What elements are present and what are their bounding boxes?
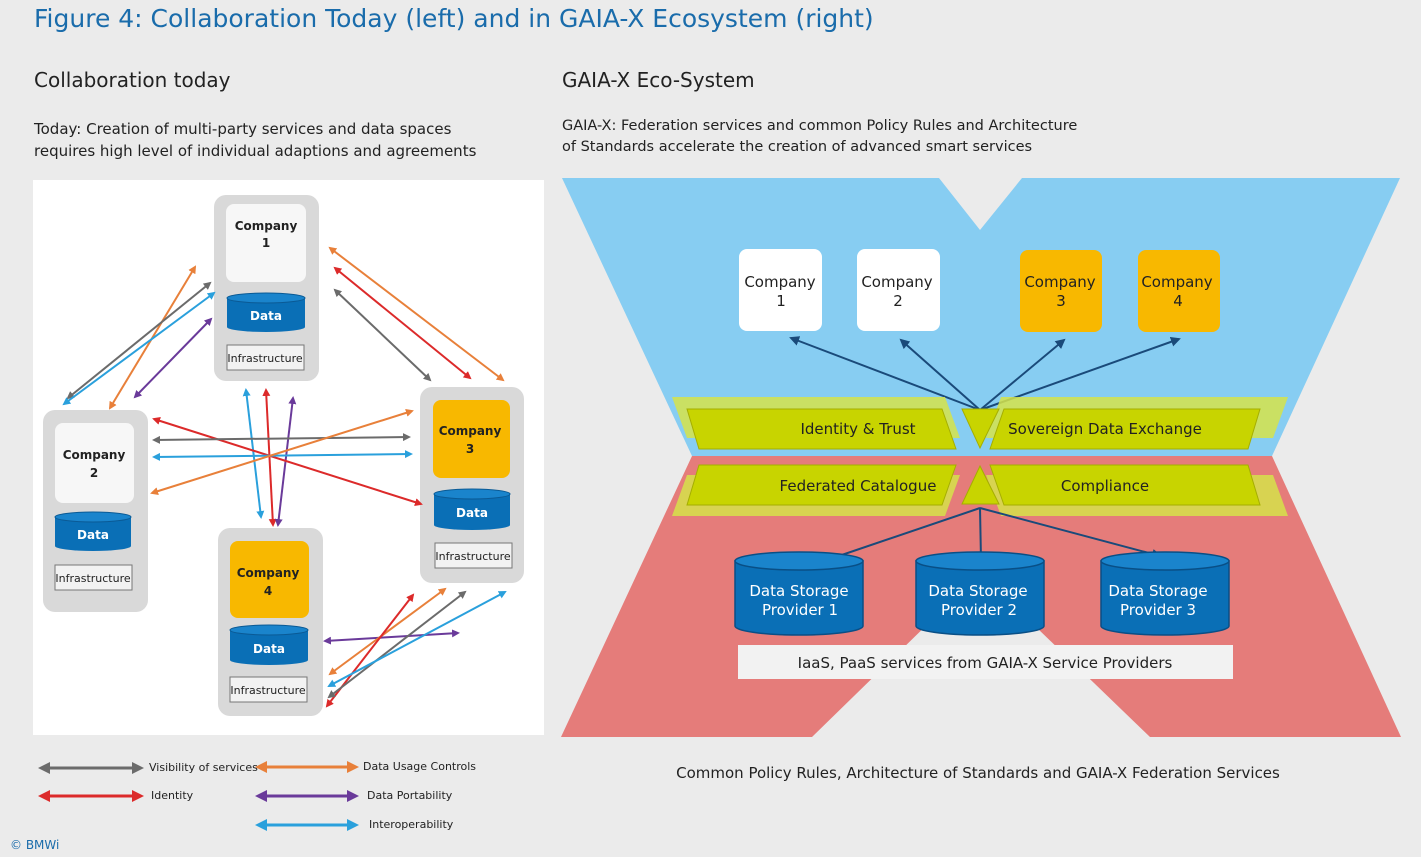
- service-identity-trust: Identity & Trust: [686, 408, 957, 450]
- service-hub-bottom: [961, 464, 1000, 505]
- company-4-node: Company 4 Data Infrastructure: [218, 528, 323, 716]
- company-1-data-label: Data: [250, 309, 282, 323]
- gaia-company-4-line1: Company: [1141, 273, 1212, 291]
- company-4-data-label: Data: [253, 642, 285, 656]
- provider-1-line1: Data Storage: [749, 582, 848, 600]
- arrow-hub-company-1: [789, 336, 981, 411]
- gaia-company-4-line2: 4: [1173, 292, 1183, 310]
- arrow-c4-c3-orange: [328, 587, 447, 676]
- legend-label-portability: Data Portability: [367, 789, 453, 802]
- gaia-company-2-line1: Company: [861, 273, 932, 291]
- company-4-infra-label: Infrastructure: [230, 684, 306, 697]
- arrow-c4-c3-gray: [327, 590, 467, 699]
- ecosystem-top-shape: [562, 178, 1400, 456]
- arrow-c4-c3-purple: [323, 629, 460, 645]
- legend-label-visibility: Visibility of services: [149, 761, 258, 774]
- legend-label-usage-controls: Data Usage Controls: [363, 760, 477, 773]
- provider-1-line2: Provider 1: [762, 601, 838, 619]
- arrow-c1-c4-blue: [242, 388, 265, 519]
- right-subtitle: GAIA-X: Federation services and common P…: [562, 116, 1077, 158]
- gaia-company-3: Company 3: [1020, 250, 1102, 332]
- left-subtitle: Today: Creation of multi-party services …: [34, 118, 476, 162]
- service-sovereign-label: Sovereign Data Exchange: [1008, 420, 1202, 438]
- gaia-company-2-line2: 2: [893, 292, 903, 310]
- provider-3-line2: Provider 3: [1120, 601, 1196, 619]
- right-section-title: GAIA-X Eco-System: [562, 68, 755, 92]
- legend-label-interoperability: Interoperability: [369, 818, 454, 831]
- gaia-x-diagram-svg: Company 1 Company 2 Company 3 Company 4: [561, 178, 1401, 737]
- right-subtitle-line1: GAIA-X: Federation services and common P…: [562, 118, 1078, 134]
- legend: Visibility of services Data Usage Contro…: [33, 752, 503, 842]
- arrow-hub-provider-3: [979, 507, 1162, 559]
- company-4-label-line1: Company: [237, 566, 300, 580]
- arrow-c1-c2-purple: [133, 317, 213, 399]
- gaia-company-1-line2: 1: [776, 292, 786, 310]
- gaia-company-3-line2: 3: [1056, 292, 1066, 310]
- gaia-company-3-line1: Company: [1024, 273, 1095, 291]
- arrow-c1-c2-blue: [62, 291, 216, 406]
- gaia-company-1: Company 1: [739, 249, 822, 331]
- company-3-node: Company 3 Data Infrastructure: [420, 387, 524, 583]
- legend-arrows: [38, 761, 359, 831]
- iaas-paas-bar: IaaS, PaaS services from GAIA-X Service …: [738, 645, 1233, 679]
- gaia-company-4: Company 4: [1138, 250, 1220, 332]
- provider-2-line2: Provider 2: [941, 601, 1017, 619]
- arrow-c2-c3-blue: [152, 450, 413, 461]
- arrow-c1-c3-orange: [328, 246, 505, 382]
- company-1-node: Company 1 Data Infrastructure: [214, 195, 319, 381]
- left-subtitle-line1: Today: Creation of multi-party services …: [34, 120, 452, 138]
- collaboration-diagram-svg: Company 1 Data Infrastructure Company 2 …: [43, 195, 524, 716]
- arrow-c1-c3-red: [333, 266, 472, 380]
- arrow-hub-company-3: [979, 338, 1066, 411]
- arrow-hub-company-2: [899, 338, 981, 411]
- data-storage-provider-1: Data Storage Provider 1: [734, 551, 864, 636]
- bottom-caption: Common Policy Rules, Architecture of Sta…: [676, 764, 1280, 782]
- service-identity-trust-label: Identity & Trust: [800, 420, 915, 438]
- data-storage-provider-3: Data Storage Provider 3: [1100, 551, 1230, 636]
- arrow-c4-c3-blue: [327, 591, 507, 687]
- arrow-c2-c3-red: [152, 417, 423, 506]
- copyright: © BMWi: [10, 838, 60, 852]
- company-2-infra-label: Infrastructure: [55, 572, 131, 585]
- collaboration-today-diagram: Company 1 Data Infrastructure Company 2 …: [33, 180, 544, 735]
- service-federated-catalogue: Federated Catalogue: [686, 464, 957, 506]
- arrow-c1-c3-gray: [333, 288, 432, 382]
- provider-2-line1: Data Storage: [928, 582, 1027, 600]
- service-hub-top: [961, 408, 1000, 450]
- service-compliance-label: Compliance: [1061, 477, 1149, 495]
- company-3-label-line2: 3: [466, 442, 474, 456]
- company-2-label-line1: Company: [63, 448, 126, 462]
- gaia-x-ecosystem-diagram: Company 1 Company 2 Company 3 Company 4: [560, 178, 1402, 738]
- arrow-hub-provider-1: [825, 507, 981, 563]
- company-2-label-line2: 2: [90, 466, 98, 480]
- gaia-company-2: Company 2: [857, 249, 940, 331]
- figure-title: Figure 4: Collaboration Today (left) and…: [34, 4, 874, 33]
- company-1-label-line2: 1: [262, 236, 270, 250]
- company-3-infra-label: Infrastructure: [435, 550, 511, 563]
- provider-3-line1: Data Storage: [1108, 582, 1207, 600]
- data-storage-provider-2: Data Storage Provider 2: [915, 551, 1045, 636]
- company-2-node: Company 2 Data Infrastructure: [43, 410, 148, 612]
- company-3-label-line1: Company: [439, 424, 502, 438]
- service-compliance: Compliance: [989, 464, 1261, 506]
- iaas-paas-label: IaaS, PaaS services from GAIA-X Service …: [798, 654, 1173, 672]
- company-2-data-label: Data: [77, 528, 109, 542]
- arrow-c2-c3-orange: [150, 408, 414, 496]
- gaia-company-1-line1: Company: [744, 273, 815, 291]
- service-catalogue-label: Federated Catalogue: [780, 477, 937, 495]
- company-4-label-line2: 4: [264, 584, 272, 598]
- arrow-c2-c3-gray: [152, 433, 411, 444]
- left-section-title: Collaboration today: [34, 68, 231, 92]
- left-subtitle-line2: requires high level of individual adapti…: [34, 142, 477, 160]
- company-3-data-label: Data: [456, 506, 488, 520]
- company-1-infra-label: Infrastructure: [227, 352, 303, 365]
- right-subtitle-line2: of Standards accelerate the creation of …: [562, 139, 1033, 155]
- legend-label-identity: Identity: [151, 789, 194, 802]
- service-sovereign-data-exchange: Sovereign Data Exchange: [989, 408, 1261, 450]
- company-1-label-line1: Company: [235, 219, 298, 233]
